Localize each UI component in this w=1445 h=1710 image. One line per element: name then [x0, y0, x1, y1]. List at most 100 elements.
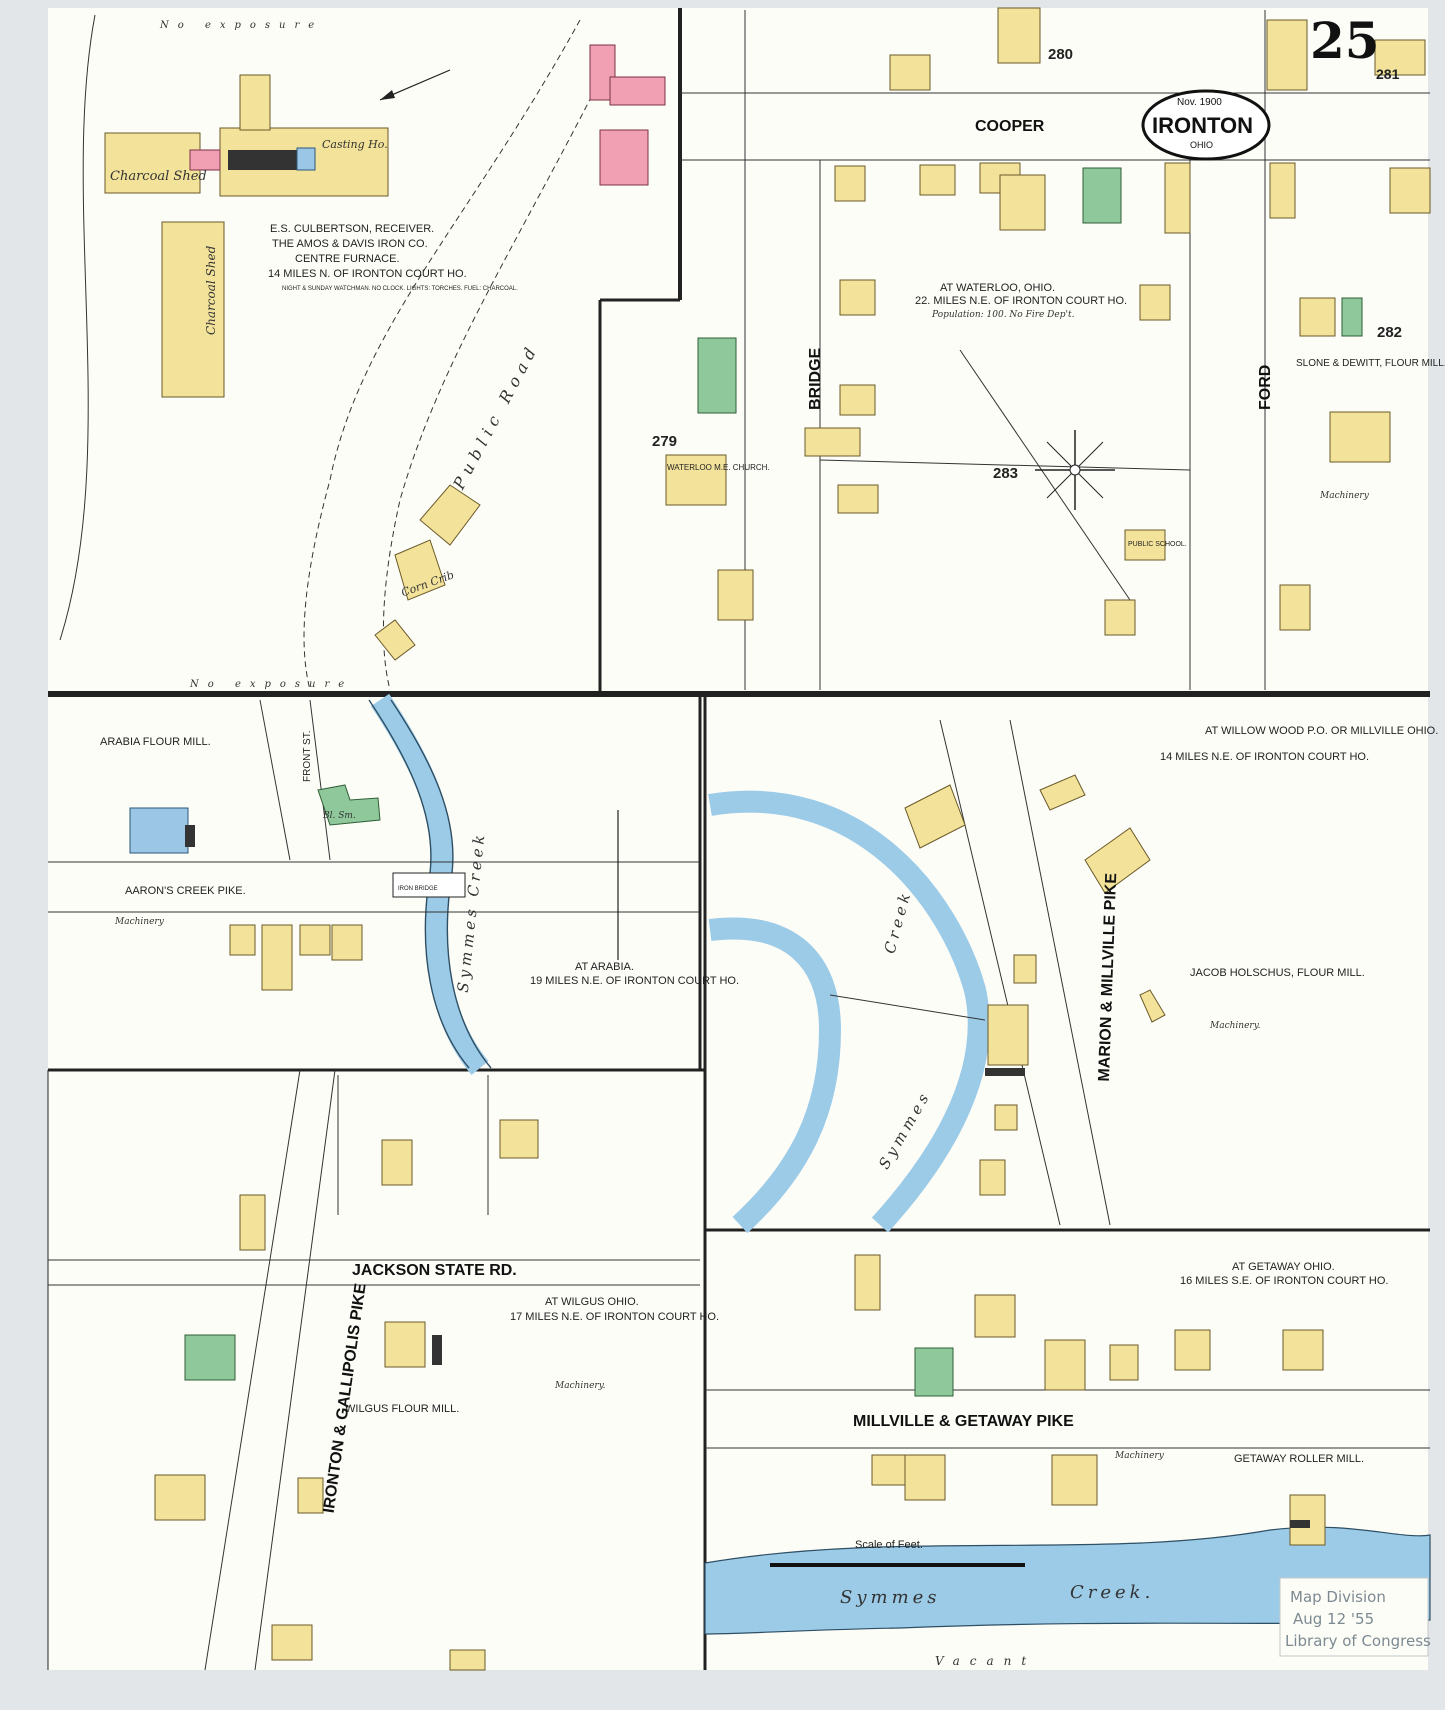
symmes-creek-willow: [708, 790, 990, 1233]
boilers: [228, 150, 298, 170]
block-281: 281: [1376, 66, 1400, 82]
sheet-town: IRONTON: [1152, 113, 1253, 138]
stamp-line-3: Library of Congress: [1285, 1632, 1431, 1650]
gallipolis-pike-e: [254, 1069, 336, 1671]
willow-bldg-f1: [979, 1159, 1006, 1196]
waterloo-bldg-1: [834, 165, 866, 202]
getaway-machinery: Machinery: [1114, 1451, 1165, 1461]
corn-crib: [394, 539, 446, 601]
holschus-machinery: Machinery.: [1209, 1021, 1261, 1031]
block-283: 283: [993, 465, 1018, 482]
holschus-mill: [987, 1004, 1029, 1066]
waterloo-population: Population: 100. No Fire Dep't.: [931, 310, 1075, 320]
wilgus-mill-label: WILGUS FLOUR MILL.: [345, 1403, 459, 1415]
boiler-house: [189, 149, 221, 171]
arabia-bl-sm: [317, 784, 381, 826]
panel-arabia: ARABIA FLOUR MILL. AARON'S CREEK PIKE. F…: [48, 693, 739, 1076]
wilgus-d-t: [499, 1119, 539, 1159]
exposure-top: No exposure: [159, 20, 323, 31]
arabia-mill-bldg: [129, 807, 189, 854]
wilgus-w: [297, 1477, 324, 1514]
compass-rose: [1035, 430, 1115, 510]
getaway-genl-s-l1: [1044, 1339, 1086, 1391]
brick-building-d-wing: [609, 76, 666, 106]
symmes-creek-getaway: [704, 1526, 1431, 1635]
wilgus-flour-mill: [384, 1321, 426, 1368]
getaway-d-n1: [1174, 1329, 1211, 1371]
office-store: [599, 129, 649, 186]
willow-genl-s: [904, 784, 966, 849]
barn-f: [419, 484, 481, 546]
front-st-w: [309, 699, 331, 861]
exposure-bottom: No exposure: [189, 679, 353, 690]
outbuilding-h: [374, 619, 416, 661]
slone-dewitt-machinery: Machinery: [1319, 491, 1370, 501]
waterloo-dwelling-3: [839, 384, 876, 416]
getaway-vac: [871, 1454, 908, 1486]
getaway-genl-s-p1: [904, 1454, 946, 1501]
arabia-title: AT ARABIA.: [575, 961, 634, 973]
wilgus-d-r: [154, 1474, 206, 1521]
wilgus-z: [449, 1649, 486, 1671]
marion-pike-w: [939, 719, 1061, 1226]
waterloo-stone-282: [1341, 297, 1363, 337]
getaway-d-mid: [1109, 1344, 1139, 1381]
marion-pike-e: [1009, 719, 1111, 1226]
arabia-w-ho-2: [299, 924, 331, 956]
waterloo-genl-s-281: [1266, 19, 1308, 91]
stamp-line-2: Aug 12 '55: [1293, 1610, 1374, 1628]
stamp-line-1: Map Division: [1290, 1588, 1386, 1606]
street-cooper: COOPER: [975, 118, 1045, 135]
label-casting-house: Casting Ho.: [322, 138, 388, 151]
arabia-hall: [331, 924, 363, 961]
getaway-genl-s-o1: [1282, 1329, 1324, 1371]
waterloo-bl-sm-282: [1299, 297, 1336, 337]
willow-bldg-small: [994, 1104, 1018, 1131]
waterloo-bl-sm-wagon: [697, 337, 737, 414]
alley-line: [819, 459, 1191, 471]
willow-d-2: [1039, 774, 1086, 811]
title-cartouche: Nov. 1900 IRONTON OHIO: [1141, 89, 1271, 161]
arabia-pike-label: AARON'S CREEK PIKE.: [125, 885, 246, 897]
waterloo-dwelling-4: [837, 484, 879, 514]
centre-furnace-company: THE AMOS & DAVIS IRON CO.: [272, 238, 428, 250]
public-road-edge-2: [382, 59, 611, 691]
willow-distance: 14 MILES N.E. OF IRONTON COURT HO.: [1160, 751, 1369, 763]
holschus-mill-label: JACOB HOLSCHUS, FLOUR MILL.: [1190, 967, 1365, 979]
wilgus-distance: 17 MILES N.E. OF IRONTON COURT HO.: [510, 1311, 719, 1323]
waterloo-dwelling-1: [839, 279, 876, 316]
stamp-box: [1279, 1577, 1429, 1657]
front-st-e: [259, 699, 291, 861]
waterloo-p-o: [1269, 162, 1296, 219]
waterloo-school-label: PUBLIC SCHOOL.: [1128, 541, 1187, 548]
charcoal-shed-2: [161, 221, 225, 398]
waterloo-church-label: WATERLOO M.E. CHURCH.: [667, 463, 770, 472]
title-oval: [1141, 89, 1271, 161]
block-280: 280: [1048, 46, 1073, 63]
waterloo-d-top: [997, 7, 1041, 64]
symmes-creek-willow-2: [708, 917, 842, 1234]
arabia-w-ho-1: [229, 924, 256, 956]
arabia-front-st: FRONT ST.: [302, 731, 313, 782]
panel-waterloo: COOPER BRIDGE FORD 280 281 282 283 279 A…: [652, 7, 1445, 690]
getaway-d-h1: [854, 1254, 881, 1311]
paper: [48, 8, 1428, 1670]
getaway-bl-sm: [914, 1347, 954, 1397]
centre-furnace-name: CENTRE FURNACE.: [295, 253, 400, 265]
waterloo-title: AT WATERLOO, OHIO.: [940, 282, 1055, 294]
block-279: 279: [652, 433, 677, 450]
waterloo-coffin-shop: [1164, 162, 1191, 234]
sheet-number: 25: [1310, 11, 1380, 70]
scale-label: Scale of Feet.: [855, 1539, 923, 1551]
getaway-vacant: Vacant: [935, 1654, 1036, 1668]
getaway-distance: 16 MILES S.E. OF IRONTON COURT HO.: [1180, 1275, 1388, 1287]
street-ford: FORD: [1257, 365, 1274, 410]
north-arrow-head: [380, 90, 395, 100]
public-road-edge-1: [303, 19, 581, 691]
waterloo-me-church: [665, 454, 727, 506]
waterloo-d-lower: [1279, 584, 1311, 631]
wilgus-machinery: Machinery.: [554, 1381, 606, 1391]
waterloo-dwelling-2: [1139, 284, 1171, 321]
wilgus-bl-sm-wood: [184, 1334, 236, 1381]
